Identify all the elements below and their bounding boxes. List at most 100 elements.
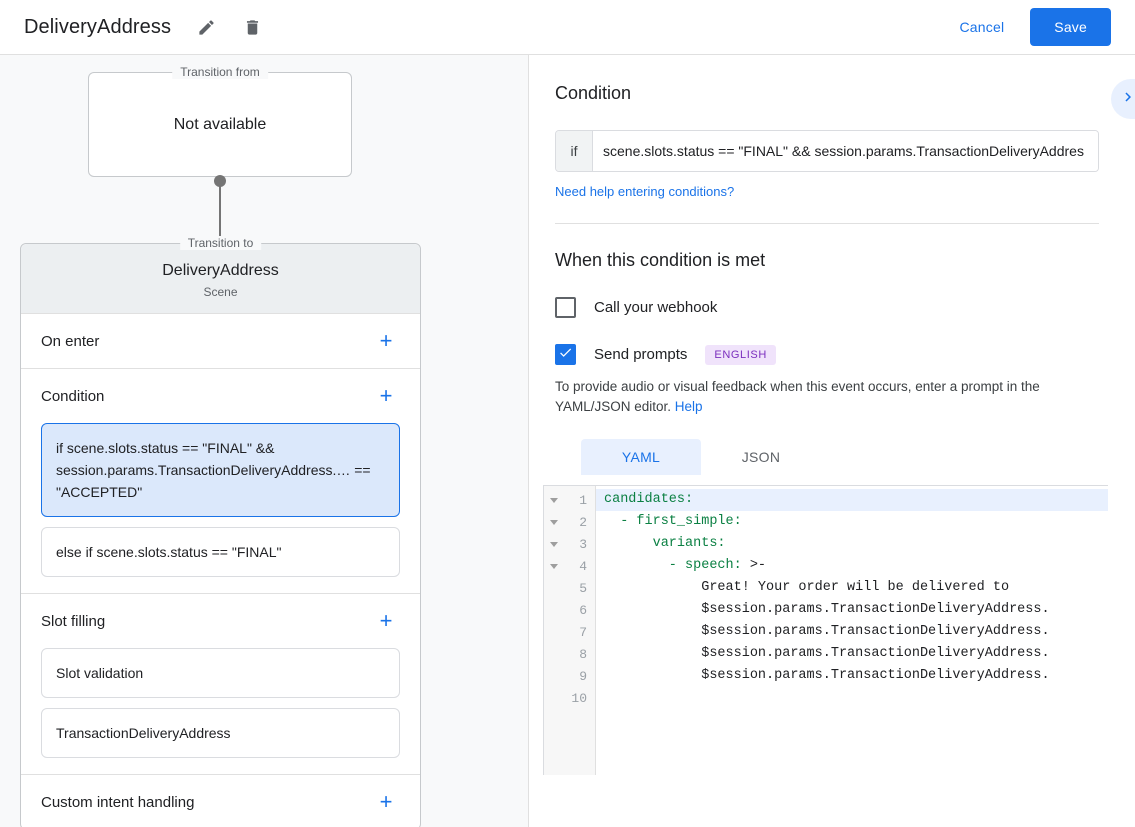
graph-panel: Transition from Not available Transition… [0, 55, 529, 827]
editor-code-line: $session.params.TransactionDeliveryAddre… [604, 624, 1050, 639]
condition-help-link[interactable]: Need help entering conditions? [555, 184, 735, 199]
editor-line-number: 7 [544, 621, 595, 643]
editor-code-line: $session.params.TransactionDeliveryAddre… [604, 668, 1050, 683]
send-prompts-row: Send prompts ENGLISH [555, 344, 1099, 365]
section-header-slot-filling: Slot filling + [41, 594, 400, 648]
line-number-text: 3 [579, 536, 587, 552]
slot-validation-item[interactable]: Slot validation [41, 648, 400, 698]
prompts-help-link[interactable]: Help [674, 399, 703, 414]
edit-name-button[interactable] [189, 10, 223, 44]
section-custom-intent-handling: Custom intent handling + [21, 775, 420, 827]
editor-line-number: 1 [544, 489, 595, 511]
editor-line-number: 10 [544, 687, 595, 709]
call-webhook-label: Call your webhook [594, 299, 718, 316]
send-prompts-checkbox[interactable] [555, 344, 576, 365]
section-divider [555, 223, 1099, 224]
when-met-heading: When this condition is met [555, 250, 766, 270]
prompts-hint-text: To provide audio or visual feedback when… [555, 379, 1040, 414]
condition-if-label: if [556, 131, 593, 171]
section-title-custom-intent: Custom intent handling [41, 793, 195, 811]
editor-line-number: 6 [544, 599, 595, 621]
editor-code-line: Great! Your order will be delivered to [604, 580, 1010, 595]
transition-to-header: Transition to DeliveryAddress Scene [21, 236, 420, 314]
editor-code-line: $session.params.TransactionDeliveryAddre… [604, 602, 1050, 617]
section-title-on-enter: On enter [41, 332, 100, 350]
line-number-text: 5 [579, 580, 587, 596]
editor-line-number-gutter: 1 2 3 4 5 6 7 8 9 10 [544, 486, 596, 775]
editor-code-line: - first_simple: [604, 514, 742, 529]
when-condition-met-block: When this condition is met Call your web… [529, 224, 1135, 475]
add-on-enter-button[interactable]: + [372, 327, 400, 355]
editor-code-line: - speech: >- [604, 558, 767, 573]
editor-code-line: variants: [604, 536, 726, 551]
line-number-text: 1 [579, 492, 587, 508]
add-custom-intent-button[interactable]: + [372, 788, 400, 816]
transition-to-subtitle: Scene [203, 285, 238, 299]
prompts-hint: To provide audio or visual feedback when… [555, 377, 1099, 417]
fold-triangle-icon[interactable] [550, 541, 558, 547]
editor-line-number: 2 [544, 511, 595, 533]
condition-input-row: if [555, 130, 1099, 172]
expand-panel-button[interactable] [1111, 79, 1135, 119]
pencil-icon [197, 18, 216, 37]
transition-from-legend: Transition from [172, 65, 268, 79]
condition-item-selected[interactable]: if scene.slots.status == "FINAL" && sess… [41, 423, 400, 517]
section-title-condition: Condition [41, 387, 105, 405]
editor-line-number: 3 [544, 533, 595, 555]
delete-button[interactable] [235, 10, 269, 44]
condition-expression-input[interactable] [593, 131, 1098, 171]
transition-from-box: Transition from Not available [88, 65, 352, 177]
section-header-condition: Condition + [41, 369, 400, 423]
check-icon [558, 345, 573, 365]
top-app-bar: DeliveryAddress Cancel Save [0, 0, 1135, 55]
code-editor[interactable]: 1 2 3 4 5 6 7 8 9 10 candidates: - first_simple: … [543, 485, 1108, 775]
condition-item[interactable]: else if scene.slots.status == "FINAL" [41, 527, 400, 577]
line-number-text: 10 [571, 690, 587, 706]
section-slot-filling: Slot filling + Slot validation Transacti… [21, 594, 420, 775]
section-condition: Condition + if scene.slots.status == "FI… [21, 369, 420, 594]
chevron-right-icon [1119, 88, 1135, 111]
add-slot-filling-button[interactable]: + [372, 607, 400, 635]
call-webhook-checkbox[interactable] [555, 297, 576, 318]
line-number-text: 7 [579, 624, 587, 640]
transition-to-legend: Transition to [179, 236, 262, 250]
slot-item-transaction-delivery-address[interactable]: TransactionDeliveryAddress [41, 708, 400, 758]
fold-triangle-icon[interactable] [550, 563, 558, 569]
save-button[interactable]: Save [1030, 8, 1111, 46]
section-header-on-enter: On enter + [41, 314, 400, 368]
editor-line-number: 4 [544, 555, 595, 577]
language-badge: ENGLISH [705, 344, 776, 365]
send-prompts-label: Send prompts [594, 346, 688, 363]
editor-code-area[interactable]: candidates: - first_simple: variants: - … [596, 486, 1108, 775]
condition-heading: Condition [555, 83, 632, 103]
webhook-row: Call your webhook [555, 297, 1099, 318]
editor-line-number: 9 [544, 665, 595, 687]
page-title: DeliveryAddress [24, 15, 172, 38]
add-condition-button[interactable]: + [372, 382, 400, 410]
fold-triangle-icon[interactable] [550, 497, 558, 503]
line-number-text: 6 [579, 602, 587, 618]
section-on-enter: On enter + [21, 314, 420, 369]
trash-icon [243, 18, 262, 37]
details-panel: Condition if Need help entering conditio… [529, 55, 1135, 827]
editor-line-number: 8 [544, 643, 595, 665]
transition-from-value: Not available [173, 115, 267, 133]
tab-yaml[interactable]: YAML [581, 439, 701, 475]
editor-line-number: 5 [544, 577, 595, 599]
line-number-text: 9 [579, 668, 587, 684]
section-title-slot-filling: Slot filling [41, 612, 106, 630]
editor-code-line: $session.params.TransactionDeliveryAddre… [604, 646, 1050, 661]
section-header-custom-intent: Custom intent handling + [41, 775, 400, 827]
transition-to-title: DeliveryAddress [162, 262, 279, 279]
line-number-text: 4 [579, 558, 587, 574]
fold-triangle-icon[interactable] [550, 519, 558, 525]
transition-to-card: Transition to DeliveryAddress Scene On e… [20, 236, 421, 827]
editor-format-tabs: YAML JSON [581, 439, 1099, 475]
line-number-text: 2 [579, 514, 587, 530]
tab-json[interactable]: JSON [741, 449, 781, 465]
line-number-text: 8 [579, 646, 587, 662]
cancel-button[interactable]: Cancel [950, 10, 1015, 44]
content-area: Transition from Not available Transition… [0, 55, 1135, 827]
condition-block: Condition if Need help entering conditio… [529, 55, 1135, 224]
editor-code-line [596, 687, 1108, 709]
